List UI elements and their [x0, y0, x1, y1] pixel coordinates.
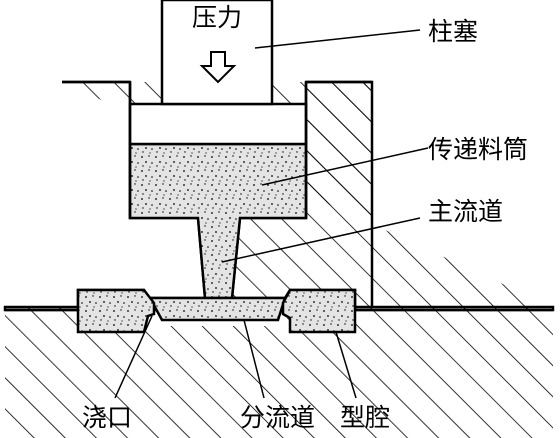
leader-plunger: [254, 29, 421, 49]
leader-gate: [114, 315, 153, 399]
cavity-left: [76, 288, 156, 334]
leader-cavity: [335, 331, 357, 399]
leader-transfer-pot: [261, 147, 429, 186]
label-runner: 分流道: [240, 403, 315, 432]
lower-mold-half: [5, 310, 553, 438]
label-plunger: 柱塞: [428, 17, 478, 46]
label-gate: 浇口: [82, 403, 132, 432]
label-sprue: 主流道: [428, 197, 503, 226]
plunger-head: [128, 102, 308, 146]
leader-runner: [243, 319, 265, 399]
label-pressure: 压力: [192, 3, 242, 32]
pressure-arrow-icon: [199, 51, 237, 84]
label-cavity: 型腔: [340, 403, 390, 432]
leader-sprue: [221, 217, 421, 263]
cavity-right: [281, 288, 357, 334]
label-transfer-pot: 传递料筒: [428, 135, 528, 164]
runner-material: [147, 296, 287, 322]
